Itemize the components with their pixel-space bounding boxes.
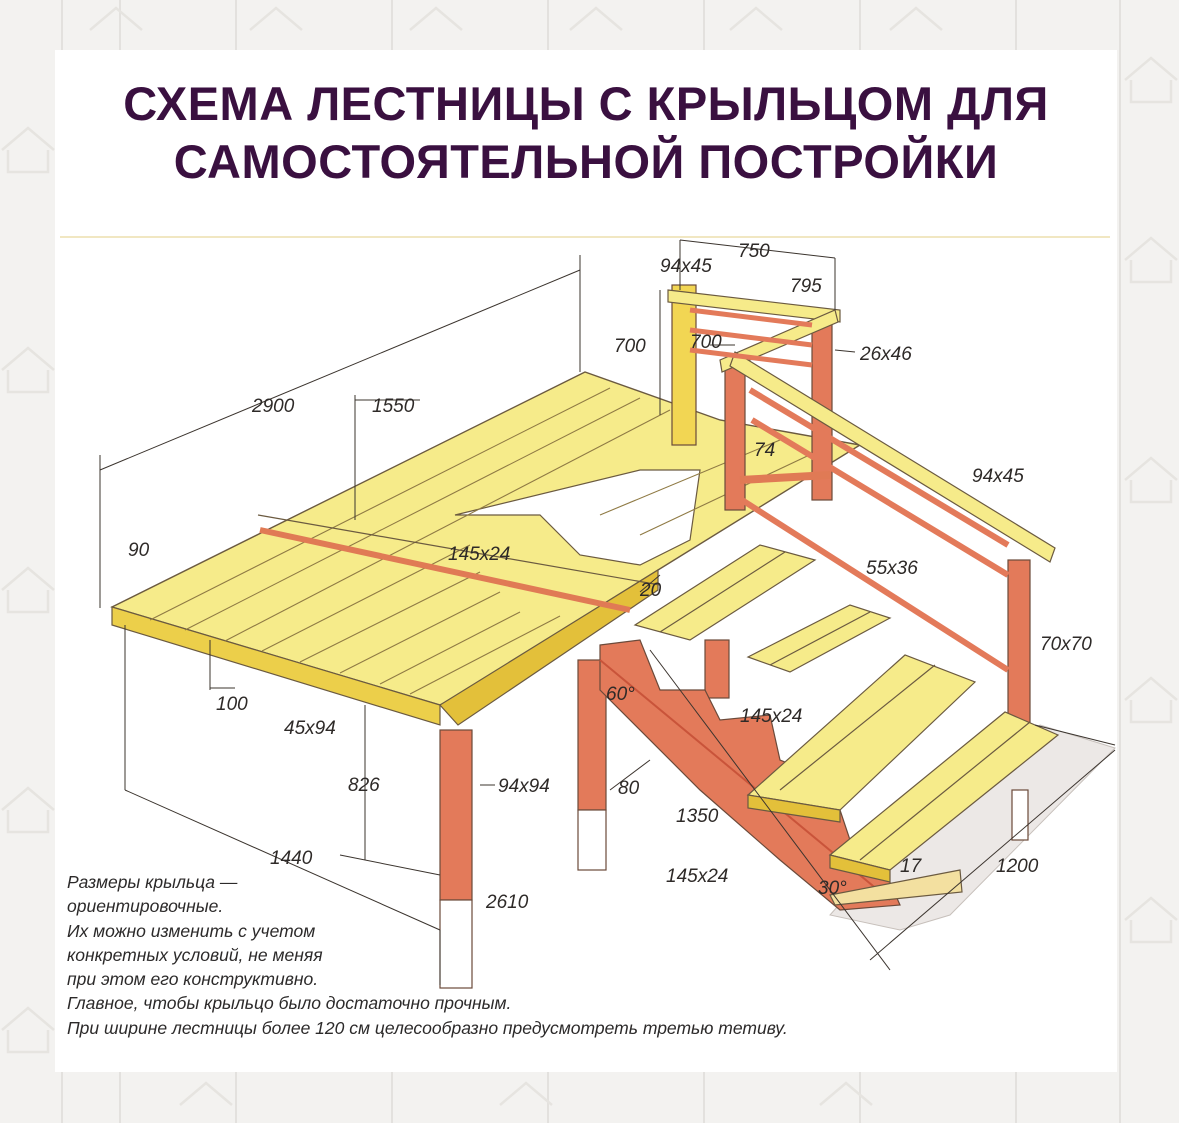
note-line-2: ориентировочные. bbox=[67, 896, 224, 917]
dim-90: 90 bbox=[128, 540, 150, 561]
dim-20: 20 bbox=[639, 580, 662, 601]
dim-70x70: 70x70 bbox=[1040, 634, 1092, 655]
dim-795: 795 bbox=[790, 276, 822, 297]
house-outline-icon bbox=[1, 6, 1178, 1106]
dimension-lines bbox=[99, 239, 1116, 985]
note-line-3: Их можно изменить с учетом bbox=[67, 920, 316, 941]
dim-1440: 1440 bbox=[270, 848, 313, 869]
note-line-5: при этом его конструктивно. bbox=[67, 969, 319, 990]
dim-2610: 2610 bbox=[485, 892, 529, 913]
dim-750: 750 bbox=[738, 241, 770, 262]
dim-2900: 2900 bbox=[251, 396, 295, 417]
handrail bbox=[667, 289, 1056, 673]
dim-826: 826 bbox=[348, 775, 380, 796]
dimension-labels: 750 94x45 795 700 700 26x46 2900 1550 74… bbox=[128, 241, 1092, 913]
note-line-4: конкретных условий, не меняя bbox=[67, 944, 323, 965]
dim-1200: 1200 bbox=[996, 856, 1039, 877]
dim-45x94: 45x94 bbox=[284, 718, 336, 739]
title-divider bbox=[60, 236, 1110, 238]
dim-94x45-rail: 94x45 bbox=[972, 466, 1024, 487]
dim-145x24-bottom: 145x24 bbox=[666, 866, 728, 887]
title-line-1: СХЕМА ЛЕСТНИЦЫ С КРЫЛЬЦОМ ДЛЯ bbox=[123, 77, 1049, 130]
dim-100: 100 bbox=[216, 694, 248, 715]
dim-1550: 1550 bbox=[372, 396, 415, 417]
dim-145x24-deck: 145x24 bbox=[448, 544, 510, 565]
dim-94x45-top: 94x45 bbox=[660, 256, 712, 277]
dim-55x36: 55x36 bbox=[866, 558, 918, 579]
dim-94x94: 94x94 bbox=[498, 776, 550, 797]
dim-30-degrees: 30° bbox=[818, 878, 847, 899]
stair-treads bbox=[633, 544, 1060, 906]
dim-17: 17 bbox=[900, 856, 923, 877]
note-line-6: Главное, чтобы крыльцо было достаточно п… bbox=[67, 993, 512, 1014]
dim-26x46: 26x46 bbox=[859, 344, 912, 365]
diagram-note: Размеры крыльца — ориентировочные. Их мо… bbox=[67, 870, 788, 1040]
dim-700-right: 700 bbox=[690, 332, 722, 353]
page-title: СХЕМА ЛЕСТНИЦЫ С КРЫЛЬЦОМ ДЛЯ САМОСТОЯТЕ… bbox=[55, 75, 1117, 191]
dim-80: 80 bbox=[618, 778, 640, 799]
title-line-2: САМОСТОЯТЕЛЬНОЙ ПОСТРОЙКИ bbox=[173, 135, 999, 188]
dim-145x24-step: 145x24 bbox=[740, 706, 802, 727]
dim-1350: 1350 bbox=[676, 806, 719, 827]
dim-700-left: 700 bbox=[614, 336, 646, 357]
porch-deck bbox=[110, 371, 862, 726]
note-line-7: При ширине лестницы более 120 см целесоо… bbox=[67, 1017, 788, 1038]
dim-60-degrees: 60° bbox=[606, 684, 635, 705]
note-line-1: Размеры крыльца — bbox=[67, 872, 238, 892]
dim-74: 74 bbox=[754, 440, 775, 461]
